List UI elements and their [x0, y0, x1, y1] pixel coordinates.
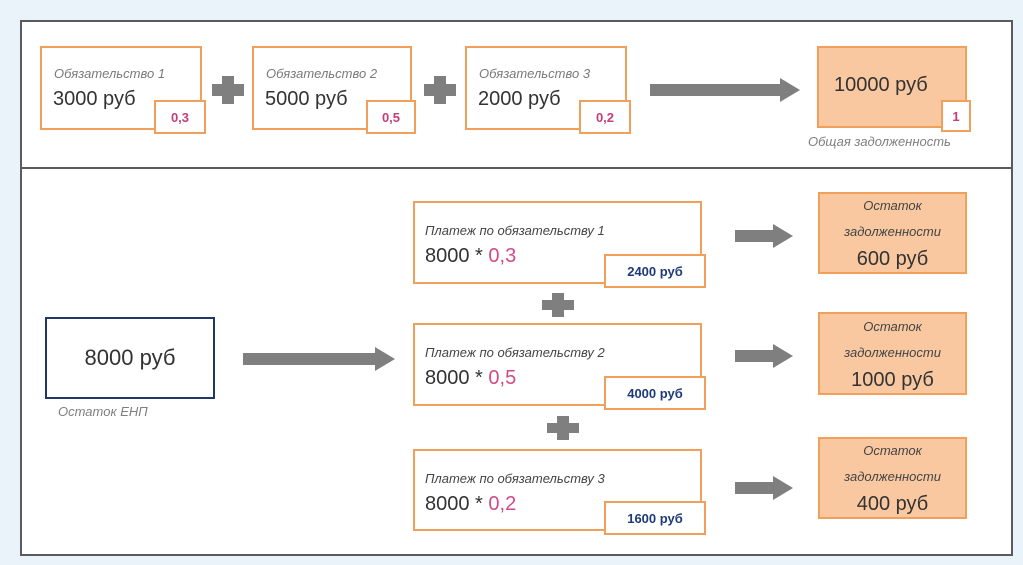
remainder-box-3: Остаток задолженности 400 руб [818, 437, 967, 519]
payment-result: 1600 руб [604, 501, 706, 535]
payment-expression: 8000 * 0,5 [425, 367, 517, 389]
remainder-label-2: задолженности [844, 224, 941, 239]
arrow-right-icon [243, 347, 395, 371]
arrow-right-icon [650, 78, 800, 102]
plus-icon [547, 416, 579, 440]
payment-result: 4000 руб [604, 376, 706, 410]
payment-title: Платеж по обязательству 1 [425, 223, 605, 238]
remainder-label-2: задолженности [844, 344, 941, 360]
remainder-amount: 600 руб [856, 248, 929, 270]
payment-title: Платеж по обязательству 3 [425, 471, 605, 486]
obligation-coef: 0,5 [366, 100, 416, 134]
remainder-label-2: задолженности [844, 469, 941, 484]
obligation-title: Обязательство 1 [54, 66, 166, 81]
total-coef: 1 [941, 100, 971, 132]
payment-expression: 8000 * 0,3 [425, 245, 517, 267]
plus-icon [424, 76, 456, 104]
obligation-title: Обязательство 2 [266, 66, 378, 81]
total-debt-caption: Общая задолженность [808, 134, 951, 149]
obligation-title: Обязательство 3 [479, 66, 591, 81]
obligation-coef: 0,2 [579, 100, 631, 134]
payment-result: 2400 руб [604, 254, 706, 288]
enp-amount: 8000 руб [84, 345, 176, 370]
arrow-right-icon [735, 344, 793, 368]
payment-title: Платеж по обязательству 2 [425, 345, 605, 360]
remainder-box-2: Остаток задолженности 1000 руб [818, 312, 967, 395]
obligation-amount: 5000 руб [265, 88, 348, 110]
payment-box-1: Платеж по обязательству 1 8000 * 0,3 240… [413, 201, 706, 288]
total-debt-box: 10000 руб 1 [817, 46, 971, 132]
plus-icon [212, 76, 244, 104]
payment-box-2: Платеж по обязательству 2 8000 * 0,5 400… [413, 323, 706, 410]
obligation-box-1: Обязательство 1 3000 руб 0,3 [40, 46, 206, 134]
remainder-label-1: Остаток [863, 198, 922, 213]
total-amount: 10000 руб [834, 74, 928, 96]
obligation-amount: 3000 руб [53, 88, 136, 110]
payment-coef: 0,3 [488, 245, 517, 267]
obligation-box-2: Обязательство 2 5000 руб 0,5 [252, 46, 416, 134]
arrow-right-icon [735, 476, 793, 500]
payment-expression: 8000 * 0,2 [425, 493, 517, 515]
remainder-amount: 1000 руб [851, 368, 934, 391]
obligation-box-3: Обязательство 3 2000 руб 0,2 [465, 46, 631, 134]
obligation-coef: 0,3 [154, 100, 206, 134]
arrow-right-icon [735, 224, 793, 248]
payment-coef: 0,5 [488, 367, 517, 389]
remainder-amount: 400 руб [856, 493, 929, 515]
plus-icon [542, 293, 574, 317]
remainder-label-1: Остаток [863, 318, 922, 334]
payment-coef: 0,2 [488, 493, 517, 515]
enp-balance-box: 8000 руб [45, 317, 215, 399]
remainder-box-1: Остаток задолженности 600 руб [818, 192, 967, 274]
payment-box-3: Платеж по обязательству 3 8000 * 0,2 160… [413, 449, 706, 535]
obligation-amount: 2000 руб [478, 88, 561, 110]
enp-caption: Остаток ЕНП [58, 404, 148, 419]
remainder-label-1: Остаток [863, 443, 922, 458]
